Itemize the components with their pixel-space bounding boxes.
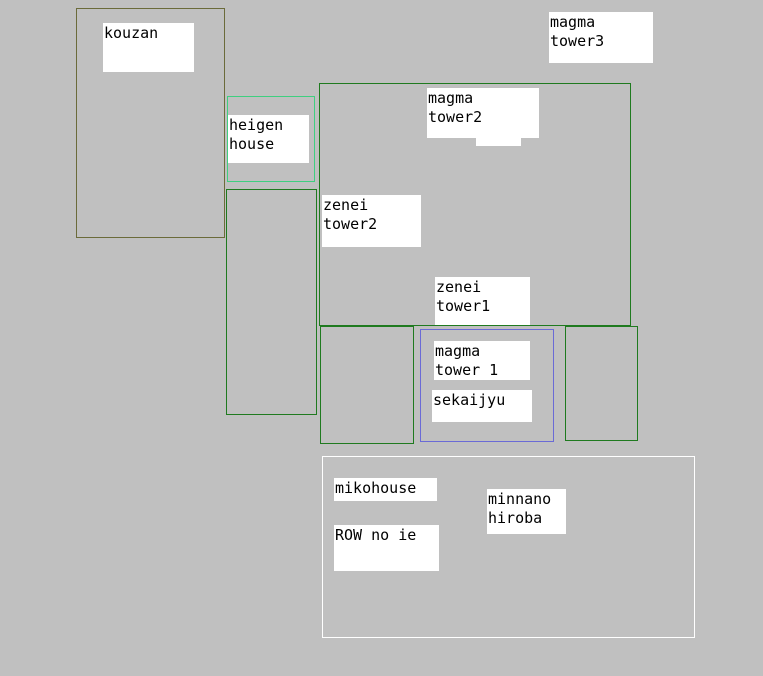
magma-tower1-area [420, 329, 554, 442]
kouzan-label[interactable]: kouzan [103, 23, 194, 72]
magma-tower3-label[interactable]: magma tower3 [549, 12, 653, 63]
mikohouse-label[interactable]: mikohouse [334, 478, 437, 501]
heigen-house-area [227, 96, 315, 182]
zenei-tower1-label[interactable]: zenei tower1 [435, 277, 530, 325]
row-no-ie-label[interactable]: ROW no ie [334, 525, 439, 571]
minnano-hiroba-label[interactable]: minnano hiroba [487, 489, 566, 534]
magma-tower2-label-tab [476, 137, 521, 146]
magma-tower1-label[interactable]: magma tower 1 [434, 341, 530, 380]
zenei-tower2-label[interactable]: zenei tower2 [322, 195, 421, 247]
magma-tower2-label[interactable]: magma tower2 [427, 88, 539, 138]
kouzan-area [76, 8, 225, 238]
sekaijyu-label[interactable]: sekaijyu [432, 390, 532, 422]
south-left-block-area [320, 326, 414, 444]
plaza-area [322, 456, 695, 638]
west-block-area [226, 189, 317, 415]
heigen-house-label[interactable]: heigen house [228, 115, 309, 163]
south-right-block-area [565, 326, 638, 441]
central-tower-area [319, 83, 631, 326]
